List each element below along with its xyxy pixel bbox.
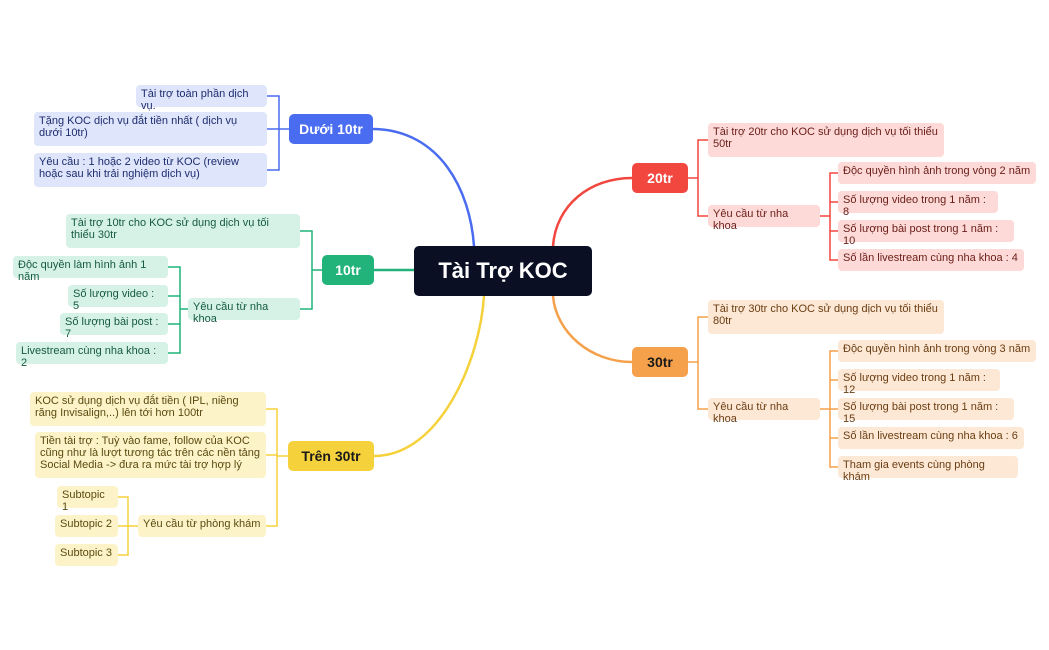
m30-req-1[interactable]: Độc quyền hình ảnh trong vòng 3 năm — [838, 340, 1036, 362]
m20-req-4[interactable]: Số lần livestream cùng nha khoa : 4 — [838, 249, 1024, 271]
tren30-subtopic-2[interactable]: Subtopic 2 — [55, 515, 118, 537]
branch-10tr[interactable]: 10tr — [322, 255, 374, 285]
m20-req-3[interactable]: Số lượng bài post trong 1 năm : 10 — [838, 220, 1014, 247]
edge-root-30tr — [551, 294, 634, 364]
branch-30tr[interactable]: 30tr — [632, 347, 688, 377]
tren30-subtopic-1[interactable]: Subtopic 1 — [57, 486, 118, 513]
m20-req-1[interactable]: Độc quyền hình ảnh trong vòng 2 năm — [838, 162, 1036, 184]
duoi10-item-2[interactable]: Tặng KOC dịch vụ đắt tiền nhất ( dịch vụ… — [34, 112, 267, 146]
edge-root-tren30 — [372, 294, 486, 458]
m30-req-3[interactable]: Số lượng bài post trong 1 năm : 15 — [838, 398, 1014, 425]
duoi10-item-3[interactable]: Yêu cầu : 1 hoặc 2 video từ KOC (review … — [34, 153, 267, 187]
branch-tren-30tr[interactable]: Trên 30tr — [288, 441, 374, 471]
tren30-item-1[interactable]: KOC sử dụng dịch vụ đắt tiền ( IPL, niền… — [30, 392, 266, 426]
branch-20tr[interactable]: 20tr — [632, 163, 688, 193]
m10-item-funding[interactable]: Tài trợ 10tr cho KOC sử dụng dịch vụ tối… — [66, 214, 300, 248]
edge-root-20tr — [551, 176, 634, 248]
m20-item-funding[interactable]: Tài trợ 20tr cho KOC sử dụng dịch vụ tối… — [708, 123, 944, 157]
branch-duoi-10tr[interactable]: Dưới 10tr — [289, 114, 373, 144]
m10-req-3[interactable]: Số lượng bài post : 7 — [60, 313, 168, 340]
m30-req-5[interactable]: Tham gia events cùng phòng khám — [838, 456, 1018, 483]
m30-item-funding[interactable]: Tài trợ 30tr cho KOC sử dụng dịch vụ tối… — [708, 300, 944, 334]
m10-req-4[interactable]: Livestream cùng nha khoa : 2 — [16, 342, 168, 369]
tren30-subtopic-3[interactable]: Subtopic 3 — [55, 544, 118, 566]
m10-req-2[interactable]: Số lượng video : 5 — [68, 285, 168, 312]
m30-item-requirements[interactable]: Yêu cầu từ nha khoa — [708, 398, 820, 425]
duoi10-item-1[interactable]: Tài trợ toàn phần dịch vụ. — [136, 85, 267, 112]
edge-root-duoi10 — [371, 127, 476, 248]
m30-req-2[interactable]: Số lượng video trong 1 năm : 12 — [838, 369, 1000, 396]
m10-req-1[interactable]: Độc quyền làm hình ảnh 1 năm — [13, 256, 168, 283]
m10-item-requirements[interactable]: Yêu cầu từ nha khoa — [188, 298, 300, 325]
root-topic[interactable]: Tài Trợ KOC — [414, 246, 592, 296]
tren30-item-requirements[interactable]: Yêu cầu từ phòng khám — [138, 515, 266, 537]
m20-item-requirements[interactable]: Yêu cầu từ nha khoa — [708, 205, 820, 232]
m30-req-4[interactable]: Số lần livestream cùng nha khoa : 6 — [838, 427, 1024, 449]
tren30-item-2[interactable]: Tiền tài trợ : Tuỳ vào fame, follow của … — [35, 432, 266, 478]
m20-req-2[interactable]: Số lượng video trong 1 năm : 8 — [838, 191, 998, 218]
